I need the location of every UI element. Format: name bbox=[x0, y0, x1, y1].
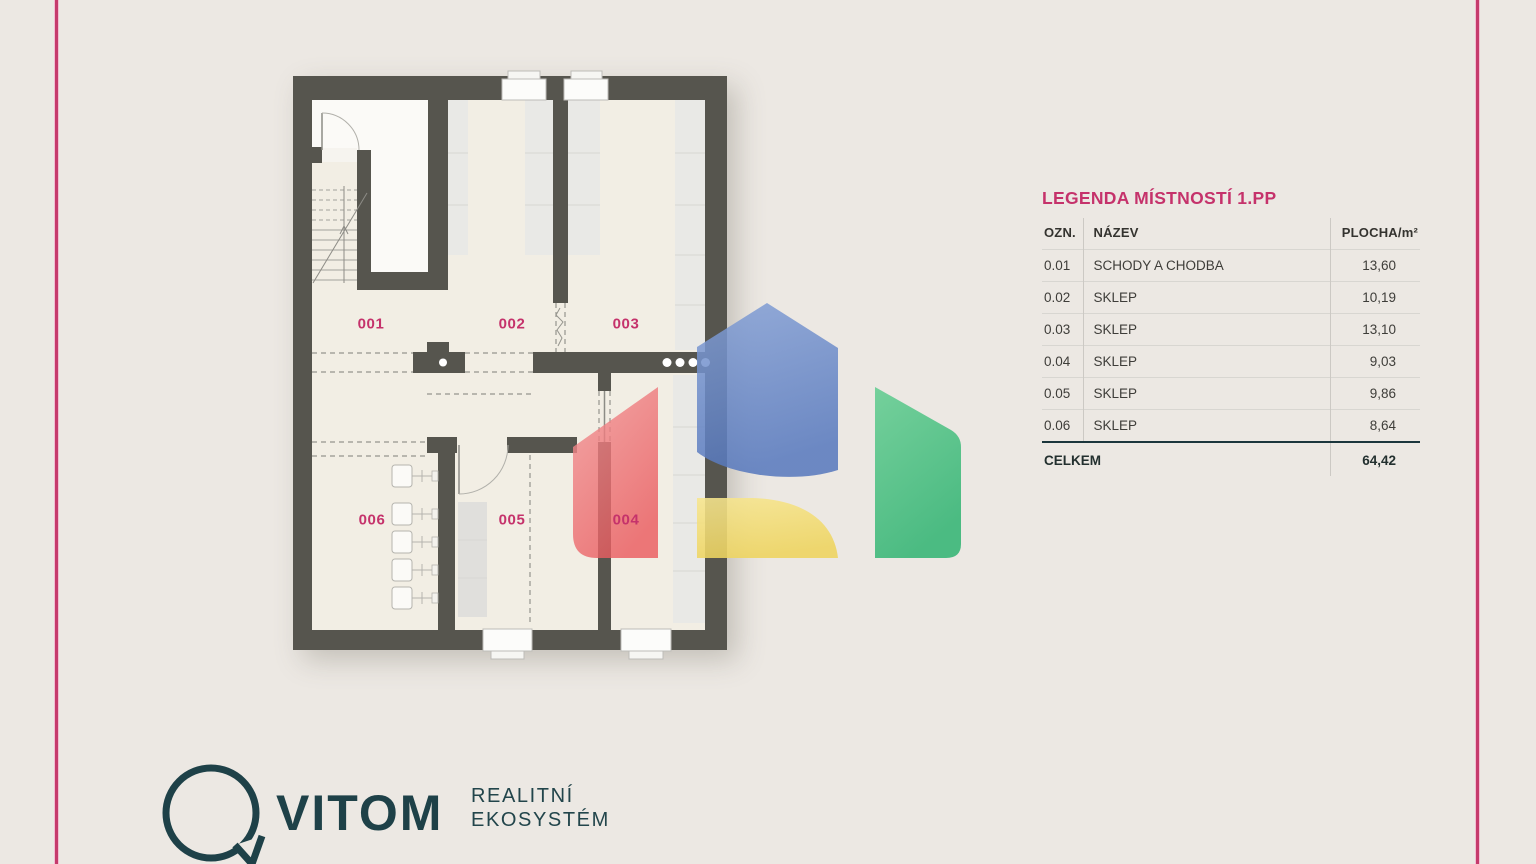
cell-plocha: 10,19 bbox=[1329, 281, 1420, 314]
watermark-red-shape bbox=[573, 387, 658, 558]
table-row: 0.02 SKLEP 10,19 bbox=[1042, 281, 1420, 314]
cell-plocha: 13,60 bbox=[1329, 249, 1420, 282]
total-value: 64,42 bbox=[1329, 441, 1420, 476]
legend-panel: LEGENDA MÍSTNOSTÍ 1.PP OZN. NÁZEV PLOCHA… bbox=[1042, 188, 1420, 476]
vitom-tagline-line1: REALITNÍ bbox=[471, 785, 574, 807]
cell-nazev: SKLEP bbox=[1082, 345, 1330, 378]
door-room-005 bbox=[458, 444, 509, 495]
col-header-plocha: PLOCHA/m² bbox=[1329, 218, 1420, 250]
cell-plocha: 9,03 bbox=[1329, 345, 1420, 378]
cell-ozn: 0.01 bbox=[1042, 249, 1083, 282]
cell-ozn: 0.02 bbox=[1042, 281, 1083, 314]
tile-strips bbox=[448, 100, 705, 623]
frame-line-left bbox=[54, 0, 59, 864]
window-top-2 bbox=[563, 70, 609, 101]
cell-plocha: 9,86 bbox=[1329, 377, 1420, 410]
total-row: CELKEM 64,42 bbox=[1042, 441, 1420, 476]
cell-plocha: 13,10 bbox=[1329, 313, 1420, 346]
window-bottom-2 bbox=[620, 628, 672, 660]
vitom-brand-text: VITOM bbox=[276, 785, 444, 841]
dashed-lines bbox=[312, 303, 611, 623]
cell-nazev: SKLEP bbox=[1082, 409, 1330, 442]
watermark-yellow-shape bbox=[697, 498, 838, 558]
cell-ozn: 0.06 bbox=[1042, 409, 1083, 442]
stairs bbox=[312, 186, 368, 284]
cell-nazev: SCHODY A CHODBA bbox=[1082, 249, 1330, 282]
legend-title: LEGENDA MÍSTNOSTÍ 1.PP bbox=[1042, 188, 1277, 208]
white-room bbox=[312, 100, 428, 276]
room-label-006: 006 bbox=[358, 511, 386, 529]
cell-ozn: 0.04 bbox=[1042, 345, 1083, 378]
cell-ozn: 0.05 bbox=[1042, 377, 1083, 410]
watermark-green-shape bbox=[875, 387, 961, 558]
window-top-1 bbox=[501, 70, 547, 101]
window-bottom-1 bbox=[482, 628, 533, 660]
cell-nazev: SKLEP bbox=[1082, 313, 1330, 346]
table-row: 0.04 SKLEP 9,03 bbox=[1042, 345, 1420, 378]
vitom-tagline-line2: EKOSYSTÉM bbox=[471, 809, 610, 831]
col-header-ozn: OZN. bbox=[1044, 225, 1076, 240]
table-row: 0.01 SCHODY A CHODBA 13,60 bbox=[1042, 249, 1420, 282]
cell-nazev: SKLEP bbox=[1082, 377, 1330, 410]
room-label-004: 004 bbox=[612, 511, 640, 529]
room-006-fixtures bbox=[391, 464, 439, 610]
room-label-002: 002 bbox=[498, 315, 526, 333]
watermark-blue-roof bbox=[697, 303, 838, 477]
room-label-001: 001 bbox=[357, 315, 385, 333]
frame-line-right bbox=[1475, 0, 1480, 864]
cell-nazev: SKLEP bbox=[1082, 281, 1330, 314]
table-row: 0.05 SKLEP 9,86 bbox=[1042, 377, 1420, 410]
vitom-logo-icon bbox=[162, 764, 266, 864]
table-row: 0.06 SKLEP 8,64 bbox=[1042, 409, 1420, 442]
cell-ozn: 0.03 bbox=[1042, 313, 1083, 346]
cell-plocha: 8,64 bbox=[1329, 409, 1420, 442]
opening-squiggle bbox=[555, 307, 564, 347]
room-label-005: 005 bbox=[498, 511, 526, 529]
legend-table: OZN. NÁZEV PLOCHA/m² 0.01 SCHODY A CHODB… bbox=[1042, 218, 1420, 476]
total-label: CELKEM bbox=[1042, 441, 1330, 476]
col-header-nazev: NÁZEV bbox=[1082, 218, 1330, 250]
table-row: 0.03 SKLEP 13,10 bbox=[1042, 313, 1420, 346]
door-top-left bbox=[321, 112, 360, 162]
watermark-house-logo bbox=[573, 303, 961, 558]
room-label-003: 003 bbox=[612, 315, 640, 333]
